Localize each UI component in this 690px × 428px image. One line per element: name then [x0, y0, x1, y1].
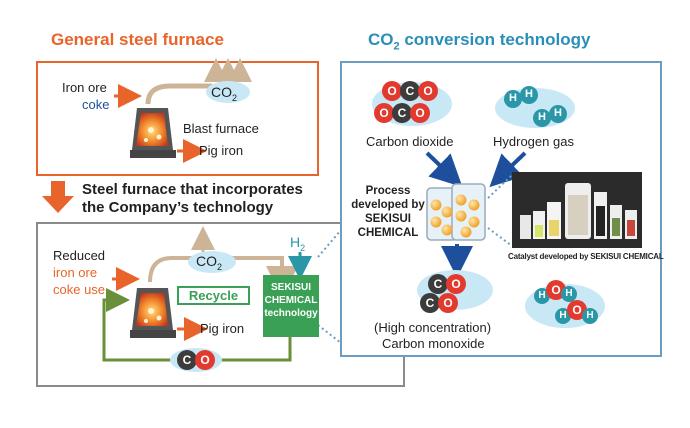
iron-ore-label: Iron ore: [62, 80, 107, 95]
co-recycle-c: C: [182, 353, 192, 367]
co-line-1: (High concentration): [374, 320, 492, 335]
h2-molecules: [495, 86, 575, 128]
co-atom-c2: C: [425, 296, 435, 310]
h2o-atom-h2: H: [565, 288, 573, 299]
reactor-beakers: [426, 183, 486, 241]
catalyst-caption: Catalyst developed by SEKISUI CHEMICAL: [508, 252, 664, 261]
general-furnace-frame: [36, 61, 319, 176]
h2o-atom-h3: H: [559, 310, 567, 321]
transition-arrow: [42, 181, 74, 213]
co-recycle-o: O: [200, 353, 210, 367]
co2-atom-o4: O: [415, 106, 425, 120]
top-co2-label: CO2: [211, 84, 238, 103]
reduced-label: Reduced: [53, 248, 106, 263]
sekisui-tech-box: [263, 275, 319, 337]
co2-atom-c2: C: [397, 106, 407, 120]
blast-furnace-label: Blast furnace: [183, 121, 259, 136]
co2-atom-c1: C: [405, 84, 415, 98]
h2-atom-4: H: [554, 107, 562, 119]
co2-molecules: [372, 81, 452, 126]
blast-furnace-top: [114, 58, 252, 163]
recycle-label: Recycle: [188, 288, 239, 303]
h2-atom-2: H: [525, 88, 533, 100]
co-line-2: Carbon monoxide: [382, 336, 485, 351]
carbon-dioxide-label: Carbon dioxide: [366, 134, 454, 149]
transition-line-1: Steel furnace that incorporates: [82, 181, 303, 198]
co2-atom-o1: O: [387, 84, 397, 98]
co-atom-c1: C: [433, 277, 443, 291]
bottom-co2-label: CO2: [196, 253, 223, 272]
co-atom-o1: O: [451, 277, 461, 291]
general-furnace-title: General steel furnace: [51, 30, 224, 49]
co2-atom-o3: O: [379, 106, 389, 120]
co-molecule: [417, 270, 493, 313]
coke-label: coke: [82, 97, 110, 112]
blast-furnace-bottom: [102, 226, 319, 372]
h2o-atom-o2: O: [572, 303, 582, 317]
coke-use-label: coke use: [53, 282, 106, 297]
top-pig-iron-label: Pig iron: [199, 143, 244, 158]
conversion-title: CO2 conversion technology: [368, 30, 591, 53]
bottom-iron-ore-label: iron ore: [53, 265, 98, 280]
h2o-atom-h4: H: [586, 310, 594, 321]
co-atom-o2: O: [443, 296, 453, 310]
h2-label: H2: [290, 234, 306, 253]
h2o-atom-o1: O: [551, 283, 561, 297]
catalyst-photo: [512, 172, 642, 248]
co2-atom-o2: O: [423, 84, 433, 98]
bottom-pig-iron-label: Pig iron: [200, 321, 245, 336]
dotted-connector-top: [317, 229, 342, 258]
h2-atom-3: H: [538, 111, 546, 123]
h2o-molecules: [525, 280, 605, 328]
hydrogen-gas-label: Hydrogen gas: [493, 134, 574, 149]
h2o-atom-h1: H: [538, 290, 546, 301]
sekisui-tech-label: SEKISUI CHEMICAL technology: [264, 282, 318, 319]
transition-line-2: the Company’s technology: [82, 199, 274, 216]
process-label: Process developed by SEKISUI CHEMICAL: [351, 185, 425, 239]
h2-atom-1: H: [509, 92, 517, 104]
